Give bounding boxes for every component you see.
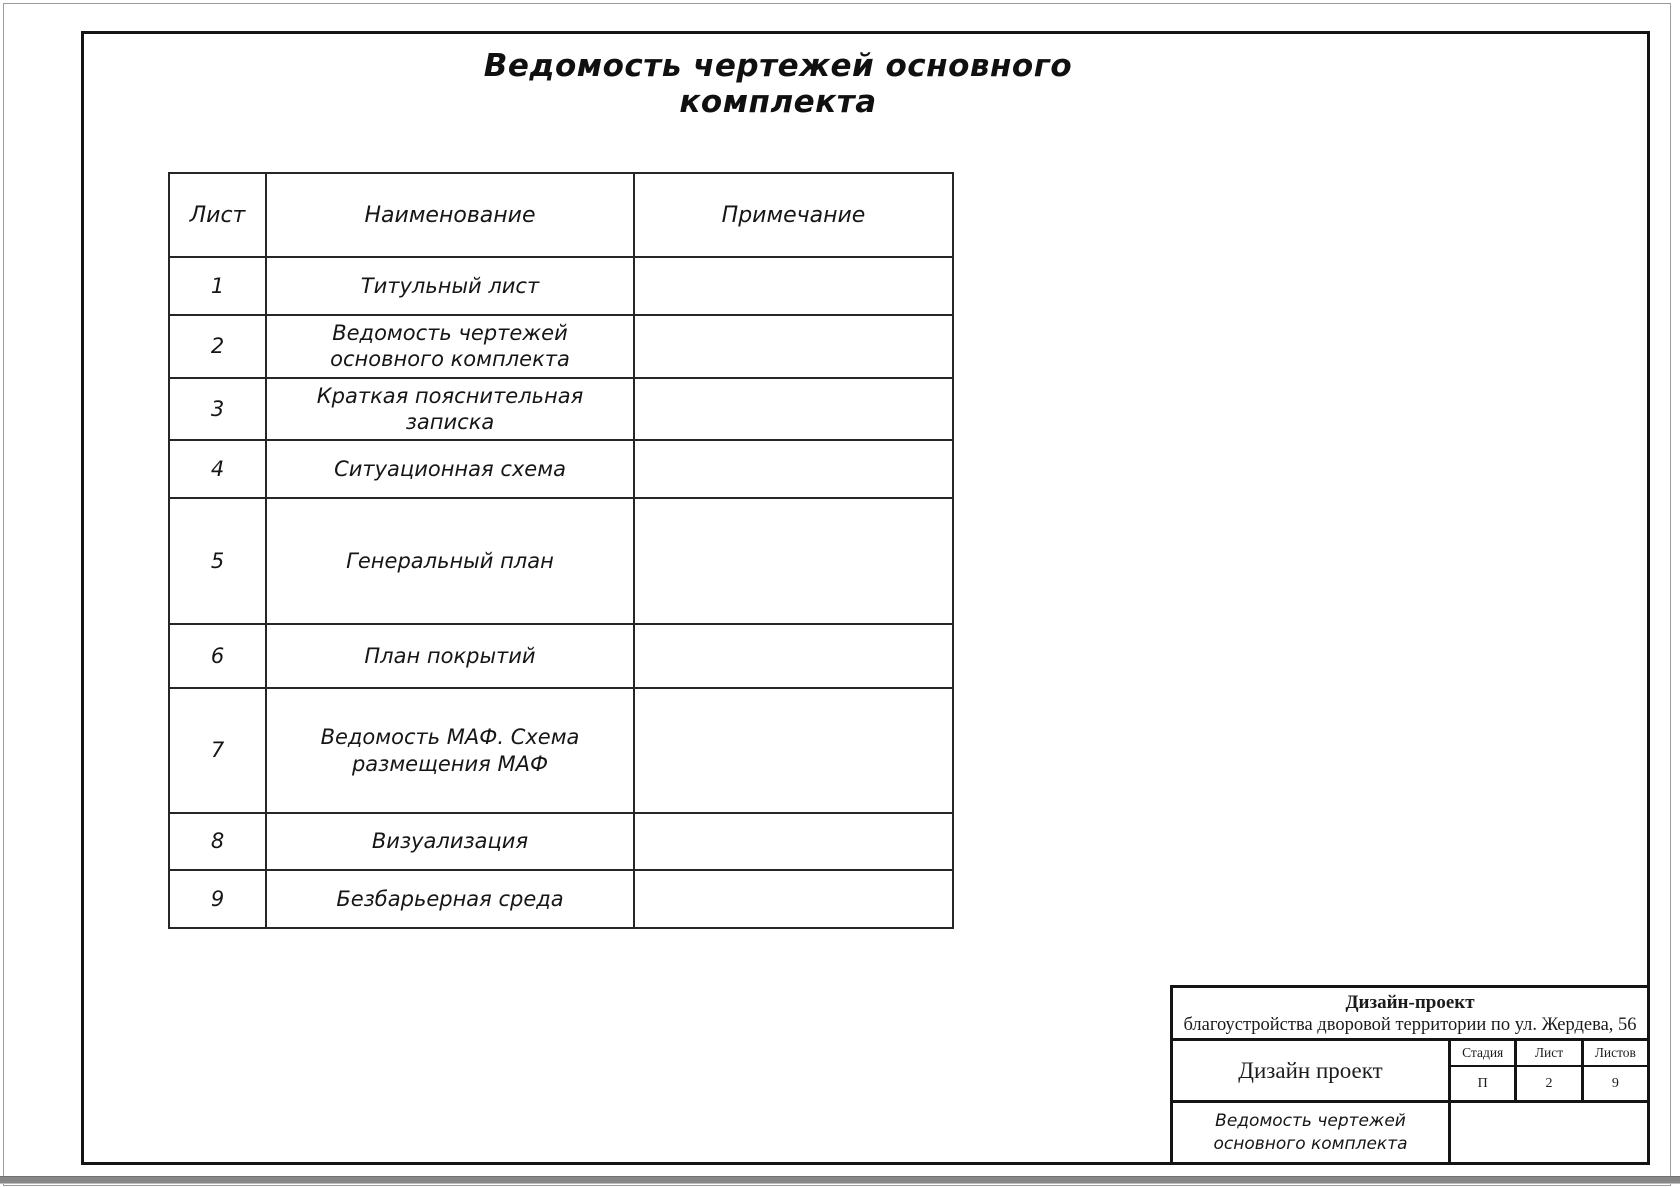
table-row: 9 Безбарьерная среда [168, 869, 954, 929]
sheet-column: Лист 2 [1514, 1041, 1581, 1100]
drawing-name-cell: Ведомость МАФ. Схема размещения МАФ [265, 687, 635, 814]
table-row: 8 Визуализация [168, 812, 954, 871]
table-row: 5 Генеральный план [168, 497, 954, 625]
note-cell [633, 497, 954, 625]
title-block-middle-row: Дизайн проект Стадия П Лист 2 Листов 9 [1173, 1041, 1647, 1103]
stage-label: Стадия [1451, 1041, 1515, 1067]
page-title: Ведомость чертежей основного комплекта [483, 48, 1073, 120]
project-title: Дизайн-проект [1345, 991, 1475, 1013]
drawing-name-cell: Титульный лист [265, 256, 635, 316]
drawing-name-cell: Генеральный план [265, 497, 635, 625]
sheet-number-cell: 6 [168, 623, 267, 689]
table-row: 6 План покрытий [168, 623, 954, 689]
note-cell [633, 376, 954, 441]
drawing-name-cell: Безбарьерная среда [265, 869, 635, 929]
table-row: 7 Ведомость МАФ. Схема размещения МАФ [168, 687, 954, 814]
drawing-name-cell: Ситуационная схема [265, 439, 635, 499]
note-cell [633, 439, 954, 499]
note-cell [633, 314, 954, 379]
stage-value: П [1477, 1075, 1488, 1091]
sheet-number-cell: 5 [168, 497, 267, 625]
project-name-cell: Дизайн проект [1173, 1041, 1451, 1100]
column-header-name: Наименование [265, 172, 635, 258]
sheet-number-cell: 7 [168, 687, 267, 814]
empty-cell [1451, 1103, 1647, 1162]
drawing-list-table: Лист Наименование Примечание 1 Титульный… [168, 172, 954, 929]
note-cell [633, 869, 954, 929]
sheet-number-cell: 3 [168, 376, 267, 441]
column-header-note: Примечание [633, 172, 954, 258]
note-cell [633, 812, 954, 871]
table-row: 4 Ситуационная схема [168, 439, 954, 499]
table-row: 2 Ведомость чертежей основного комплекта [168, 314, 954, 379]
scan-bottom-edge [0, 1176, 1680, 1184]
sheets-total-value: 9 [1611, 1075, 1619, 1091]
note-cell [633, 687, 954, 814]
column-header-sheet: Лист [168, 172, 267, 258]
title-block-project-row: Дизайн-проект благоустройства дворовой т… [1173, 988, 1647, 1041]
note-cell [633, 256, 954, 316]
sheet-value: 2 [1545, 1075, 1553, 1091]
title-block-bottom-row: Ведомость чертежей основного комплекта [1173, 1103, 1647, 1162]
note-cell [633, 623, 954, 689]
drawing-name-cell: Визуализация [265, 812, 635, 871]
sheet-number-cell: 1 [168, 256, 267, 316]
drawing-name-cell: Краткая пояснительная записка [265, 376, 635, 441]
sheet-title-cell: Ведомость чертежей основного комплекта [1173, 1103, 1451, 1162]
sheets-total-label: Листов [1583, 1041, 1647, 1067]
project-subtitle: благоустройства дворовой территории по у… [1183, 1014, 1637, 1035]
drawing-name-cell: Ведомость чертежей основного комплекта [265, 314, 635, 379]
table-row: 1 Титульный лист [168, 256, 954, 316]
stage-column: Стадия П [1451, 1041, 1515, 1100]
sheet-label: Лист [1517, 1041, 1581, 1067]
drawing-frame [81, 31, 1650, 1165]
drawing-name-cell: План покрытий [265, 623, 635, 689]
sheet-number-cell: 8 [168, 812, 267, 871]
table-header-row: Лист Наименование Примечание [168, 172, 954, 258]
sheet-number-cell: 9 [168, 869, 267, 929]
title-block: Дизайн-проект благоустройства дворовой т… [1170, 985, 1650, 1165]
sheet-number-cell: 2 [168, 314, 267, 379]
sheet-number-cell: 4 [168, 439, 267, 499]
table-row: 3 Краткая пояснительная записка [168, 376, 954, 441]
sheets-total-column: Листов 9 [1580, 1041, 1647, 1100]
stage-sheet-columns: Стадия П Лист 2 Листов 9 [1451, 1041, 1647, 1100]
